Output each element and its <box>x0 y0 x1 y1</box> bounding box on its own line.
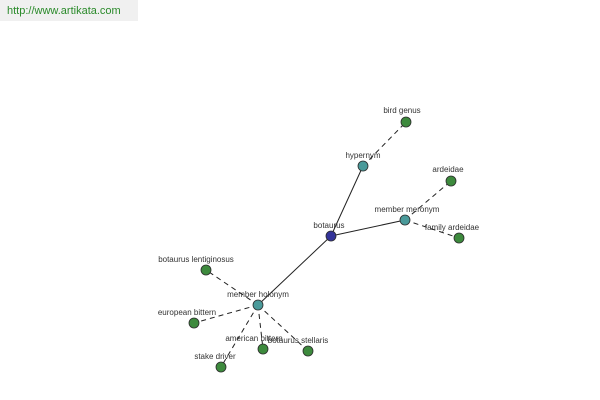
edge-holonym-american-bittern <box>257 304 264 350</box>
leaf-bird-genus-node[interactable] <box>400 116 412 128</box>
leaf-botaurus-stellaris-label: botaurus stellaris <box>268 336 328 345</box>
leaf-european-bittern-label: european bittern <box>158 308 216 317</box>
leaf-family-ardeidae-node[interactable] <box>453 232 465 244</box>
leaf-stake-driver-label: stake driver <box>194 352 236 361</box>
root-botaurus-label: botaurus <box>313 221 344 230</box>
edge-meronym-ardeidae <box>404 180 452 221</box>
edge-hypernym-bird-genus <box>362 121 407 167</box>
relation-hypernym-node[interactable] <box>357 160 369 172</box>
label-layer: botaurus hypernym member meronym member hol… <box>158 106 480 361</box>
leaf-botaurus-stellaris-node[interactable] <box>302 345 314 357</box>
leaf-botaurus-lentiginosus-node[interactable] <box>200 264 212 276</box>
site-url[interactable]: http://www.artikata.com <box>0 0 138 21</box>
leaf-ardeidae-node[interactable] <box>445 175 457 187</box>
edge-root-meronym <box>330 219 406 237</box>
relation-meronym-node[interactable] <box>399 214 411 226</box>
leaf-botaurus-lentiginosus-label: botaurus lentiginosus <box>158 255 234 264</box>
edge-holonym-botaurus-lentiginosus <box>205 269 259 306</box>
relation-holonym-label: member holonym <box>227 290 289 299</box>
leaf-american-bittern-node[interactable] <box>257 343 269 355</box>
edge-holonym-european-bittern <box>193 304 259 324</box>
edge-holonym-stake-driver <box>220 304 259 368</box>
node-layer <box>188 116 465 373</box>
relation-meronym-label: member meronym <box>375 205 440 214</box>
edge-layer <box>193 121 460 368</box>
edge-root-hypernym <box>330 165 364 237</box>
root-botaurus-node[interactable] <box>325 230 337 242</box>
relation-hypernym-label: hypernym <box>345 151 380 160</box>
edge-meronym-family-ardeidae <box>404 219 460 239</box>
leaf-stake-driver-node[interactable] <box>215 361 227 373</box>
leaf-bird-genus-label: bird genus <box>383 106 420 115</box>
edge-holonym-botaurus-stellaris <box>257 304 309 352</box>
relation-holonym-node[interactable] <box>252 299 264 311</box>
leaf-american-bittern-label: american bittern <box>225 334 282 343</box>
leaf-ardeidae-label: ardeidae <box>432 165 464 174</box>
leaf-family-ardeidae-label: family ardeidae <box>425 223 480 232</box>
leaf-european-bittern-node[interactable] <box>188 317 200 329</box>
edge-root-holonym <box>257 235 332 306</box>
